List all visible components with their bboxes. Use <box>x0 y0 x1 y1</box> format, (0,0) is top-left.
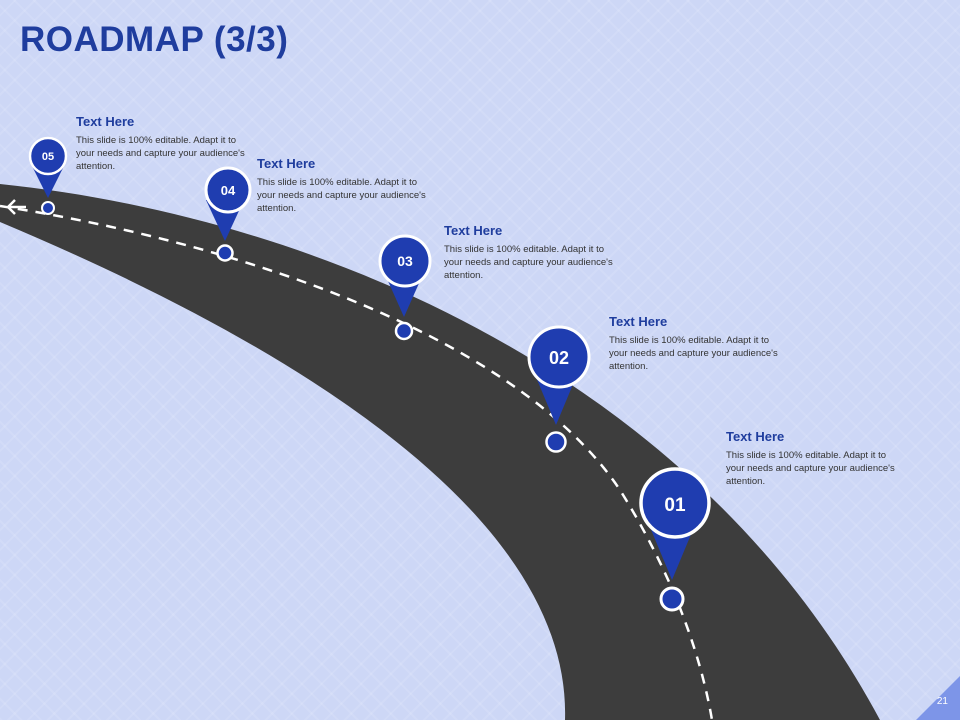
milestone-02: 02 <box>527 325 591 453</box>
milestone-description: This slide is 100% editable. Adapt it to… <box>609 335 778 372</box>
milestone-description: This slide is 100% editable. Adapt it to… <box>726 450 895 487</box>
milestone-number: 02 <box>549 348 569 368</box>
milestone-05: 05 <box>28 136 68 215</box>
milestone-02-text: Text Here This slide is 100% editable. A… <box>609 314 779 373</box>
arrow-left-icon <box>6 199 26 215</box>
corner-accent <box>916 676 960 720</box>
milestone-05-text: Text Here This slide is 100% editable. A… <box>76 114 246 173</box>
milestone-number: 05 <box>42 151 54 163</box>
map-pin-icon: 01 <box>639 467 711 580</box>
page-title: ROADMAP (3/3) <box>20 20 289 59</box>
milestone-01: 01 <box>639 467 711 612</box>
milestone-heading: Text Here <box>257 156 316 171</box>
milestone-03-text: Text Here This slide is 100% editable. A… <box>444 223 614 282</box>
milestone-heading: Text Here <box>76 114 135 129</box>
milestone-description: This slide is 100% editable. Adapt it to… <box>444 244 613 281</box>
milestone-number: 01 <box>664 495 686 516</box>
milestone-point <box>216 244 234 262</box>
milestone-04: 04 <box>204 166 252 262</box>
milestone-04-text: Text Here This slide is 100% editable. A… <box>257 156 427 215</box>
milestone-01-text: Text Here This slide is 100% editable. A… <box>726 429 896 488</box>
map-pin-icon: 02 <box>527 325 591 425</box>
milestone-point <box>545 431 567 453</box>
milestone-number: 03 <box>397 253 413 269</box>
milestone-heading: Text Here <box>726 429 785 444</box>
milestone-description: This slide is 100% editable. Adapt it to… <box>76 135 245 172</box>
milestone-heading: Text Here <box>444 223 503 238</box>
road <box>0 184 880 720</box>
map-pin-icon: 04 <box>204 166 252 241</box>
page-number: 21 <box>936 696 948 707</box>
map-pin-icon: 05 <box>28 136 68 198</box>
milestone-heading: Text Here <box>609 314 668 329</box>
milestone-03: 03 <box>378 234 432 341</box>
milestone-number: 04 <box>221 183 236 198</box>
milestone-description: This slide is 100% editable. Adapt it to… <box>257 177 426 214</box>
map-pin-icon: 03 <box>378 234 432 317</box>
milestone-point <box>41 201 55 215</box>
milestone-point <box>659 586 685 612</box>
milestone-point <box>394 321 414 341</box>
